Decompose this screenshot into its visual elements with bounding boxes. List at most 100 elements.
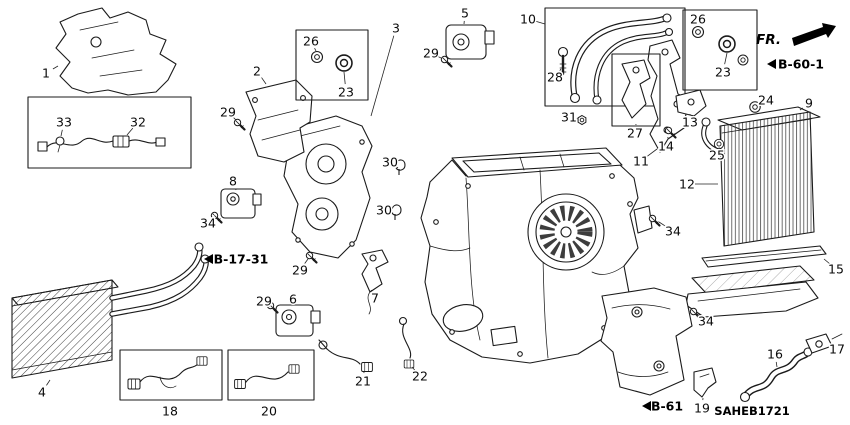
callout-1-0: 1 bbox=[42, 66, 50, 81]
callout-6-30: 6 bbox=[289, 292, 297, 307]
callout-30-25: 30 bbox=[382, 155, 398, 170]
callout-4-37: 4 bbox=[38, 385, 46, 400]
hose-16 bbox=[739, 347, 813, 403]
callout-26-12: 26 bbox=[690, 12, 706, 27]
callout-9-20: 9 bbox=[805, 96, 813, 111]
callout-12-22: 12 bbox=[679, 177, 695, 192]
leader-line-34-33 bbox=[696, 313, 700, 317]
callout-7-29: 7 bbox=[371, 291, 379, 306]
ref-label-b-60-1: B-60-1 bbox=[778, 57, 824, 72]
leader-line-26-5 bbox=[314, 47, 317, 52]
heater-core-4 bbox=[11, 242, 210, 379]
leader-line-1-0 bbox=[52, 65, 59, 70]
callout-5-8: 5 bbox=[461, 6, 469, 21]
callout-15-32: 15 bbox=[828, 262, 844, 277]
ref-labels-layer: B-60-1B-17-31B-61 bbox=[204, 55, 826, 415]
bracket-13 bbox=[675, 89, 707, 117]
harness-group-32-33 bbox=[27, 96, 192, 169]
grommet-23l-icon bbox=[335, 54, 353, 72]
leader-line-2-3 bbox=[261, 77, 267, 85]
leader-line-9-20 bbox=[799, 107, 803, 111]
leader-line-23-6 bbox=[343, 71, 346, 85]
part-1-insulator bbox=[55, 7, 177, 96]
callout-23-13: 23 bbox=[715, 65, 731, 80]
side-cover bbox=[600, 287, 693, 396]
callout-29-28: 29 bbox=[292, 263, 308, 278]
clip-33-icon bbox=[55, 136, 65, 146]
grommet-group-26-23-right bbox=[682, 9, 758, 91]
leader-line-33-1 bbox=[60, 129, 63, 137]
grommet-26r-icon bbox=[691, 25, 705, 39]
grommet-26l-icon bbox=[310, 50, 324, 64]
nut-31-icon bbox=[577, 115, 587, 125]
leader-line-29-31 bbox=[268, 305, 270, 307]
leader-line-32-2 bbox=[126, 127, 134, 136]
part-8-actuator bbox=[210, 188, 262, 224]
leader-line-28-11 bbox=[559, 68, 562, 71]
callout-29-31: 29 bbox=[256, 294, 272, 309]
callout-25-21: 25 bbox=[709, 148, 725, 163]
pipe-group-10 bbox=[544, 7, 686, 107]
drain-19 bbox=[693, 367, 717, 398]
leader-line-4-37 bbox=[46, 379, 51, 386]
leader-line-34-27 bbox=[658, 221, 667, 228]
callout-29-4: 29 bbox=[220, 105, 236, 120]
ref-label-b-17-31: B-17-31 bbox=[214, 252, 269, 267]
callout-24-19: 24 bbox=[758, 93, 774, 108]
callout-34-27: 34 bbox=[665, 224, 681, 239]
sensor-21 bbox=[318, 339, 373, 372]
callout-34-24: 34 bbox=[200, 216, 216, 231]
group-box-1 bbox=[27, 96, 192, 169]
evaporator-12 bbox=[701, 106, 821, 247]
clamp-17 bbox=[805, 333, 843, 354]
leader-line-15-32 bbox=[823, 258, 831, 265]
part-5-actuator bbox=[440, 24, 495, 68]
callout-20-39: 20 bbox=[261, 404, 277, 419]
ref-arrow-b-60-1 bbox=[767, 59, 776, 69]
callout-11-16: 11 bbox=[633, 154, 649, 169]
ref-arrow-b-17-31 bbox=[204, 254, 213, 264]
group-box-26-23-left bbox=[295, 29, 369, 101]
callout-8-23: 8 bbox=[229, 174, 237, 189]
leader-line-29-4 bbox=[233, 117, 237, 121]
callout-14-18: 14 bbox=[658, 139, 674, 154]
leader-line-10-10 bbox=[535, 20, 546, 25]
blower-fan bbox=[527, 193, 605, 271]
leader-line-30-25 bbox=[396, 166, 399, 169]
callout-10-10: 10 bbox=[520, 12, 536, 27]
callout-33-1: 33 bbox=[56, 115, 72, 130]
fr-arrow bbox=[792, 23, 836, 46]
grommet-group-26-23-left bbox=[295, 29, 369, 101]
callout-22-41: 22 bbox=[412, 369, 428, 384]
seal-strip-15 bbox=[701, 245, 827, 268]
diagram-code: SAHEB1721 bbox=[714, 404, 789, 418]
callout-3-7: 3 bbox=[392, 21, 400, 36]
callout-26-5: 26 bbox=[303, 34, 319, 49]
group-box-18 bbox=[119, 349, 223, 401]
callout-30-26: 30 bbox=[376, 203, 392, 218]
callout-32-2: 32 bbox=[130, 115, 146, 130]
callout-31-15: 31 bbox=[561, 110, 577, 125]
connector-32-icon bbox=[112, 135, 130, 148]
callout-16-34: 16 bbox=[767, 347, 783, 362]
leader-lines-layer bbox=[46, 20, 831, 401]
ref-label-b-61: B-61 bbox=[651, 399, 683, 414]
callout-23-6: 23 bbox=[338, 85, 354, 100]
leader-line-11-16 bbox=[647, 148, 658, 157]
callout-28-11: 28 bbox=[547, 70, 563, 85]
part-6-actuator bbox=[266, 301, 321, 337]
callout-21-40: 21 bbox=[355, 374, 371, 389]
leader-line-3-7 bbox=[370, 35, 395, 117]
sensor-22 bbox=[398, 316, 415, 369]
group-box-27 bbox=[611, 53, 661, 127]
harness-18 bbox=[119, 349, 223, 401]
callout-18-38: 18 bbox=[162, 404, 178, 419]
callout-17-35: 17 bbox=[829, 342, 845, 357]
group-box-20 bbox=[227, 349, 315, 401]
leader-line-23-13 bbox=[724, 52, 728, 65]
leader-line-29-28 bbox=[304, 258, 309, 264]
leader-line-29-9 bbox=[437, 56, 442, 59]
